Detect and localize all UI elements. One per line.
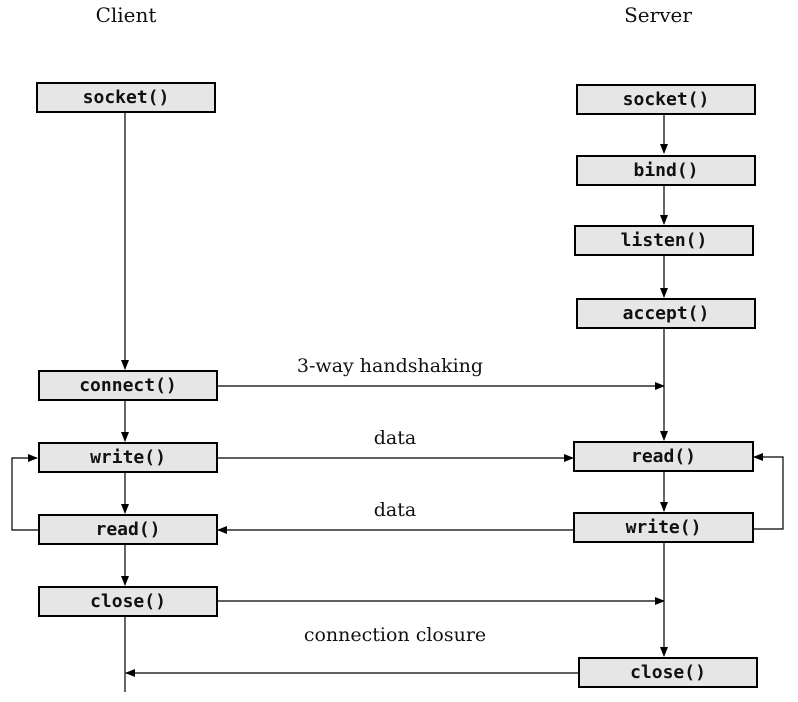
server-write-box: write() bbox=[573, 512, 754, 543]
server-header: Server bbox=[624, 3, 692, 27]
client-loop-arrow bbox=[11, 454, 38, 531]
data-to-server-label: data bbox=[373, 427, 417, 449]
server-accept-box: accept() bbox=[576, 298, 756, 329]
server-listen-box: listen() bbox=[574, 225, 754, 256]
client-read-box: read() bbox=[38, 514, 218, 545]
client-close-box: close() bbox=[38, 586, 218, 617]
server-read-box: read() bbox=[573, 441, 754, 472]
data-to-client-label: data bbox=[373, 499, 417, 521]
client-socket-box: socket() bbox=[36, 82, 216, 113]
server-socket-box: socket() bbox=[576, 84, 756, 115]
connection-closure-label: connection closure bbox=[303, 624, 487, 646]
server-bind-box: bind() bbox=[576, 155, 756, 186]
client-header: Client bbox=[95, 3, 157, 27]
server-loop-arrow bbox=[753, 453, 784, 530]
client-connect-box: connect() bbox=[38, 370, 218, 401]
server-close-box: close() bbox=[578, 657, 758, 688]
client-write-box: write() bbox=[38, 442, 218, 473]
handshake-label: 3-way handshaking bbox=[296, 355, 484, 377]
